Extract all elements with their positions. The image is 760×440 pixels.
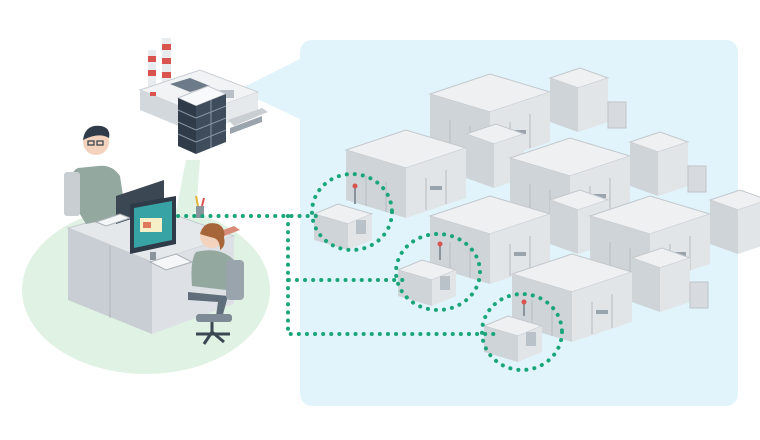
office-callout-wedge <box>176 160 200 212</box>
highlight-ring-3 <box>480 292 564 372</box>
worker-icon <box>188 223 244 345</box>
factory-building-icon <box>138 38 268 154</box>
worker-icon <box>64 125 126 224</box>
connected-machine <box>312 183 374 250</box>
network-connections <box>176 172 564 372</box>
highlight-ring-1 <box>310 172 394 252</box>
office-workstation <box>64 125 244 345</box>
connected-machine <box>482 299 544 362</box>
monitor-icon <box>130 196 176 260</box>
callout-wedge <box>238 58 302 120</box>
connection-line-3 <box>286 278 496 336</box>
highlight-ring-2 <box>394 232 482 312</box>
